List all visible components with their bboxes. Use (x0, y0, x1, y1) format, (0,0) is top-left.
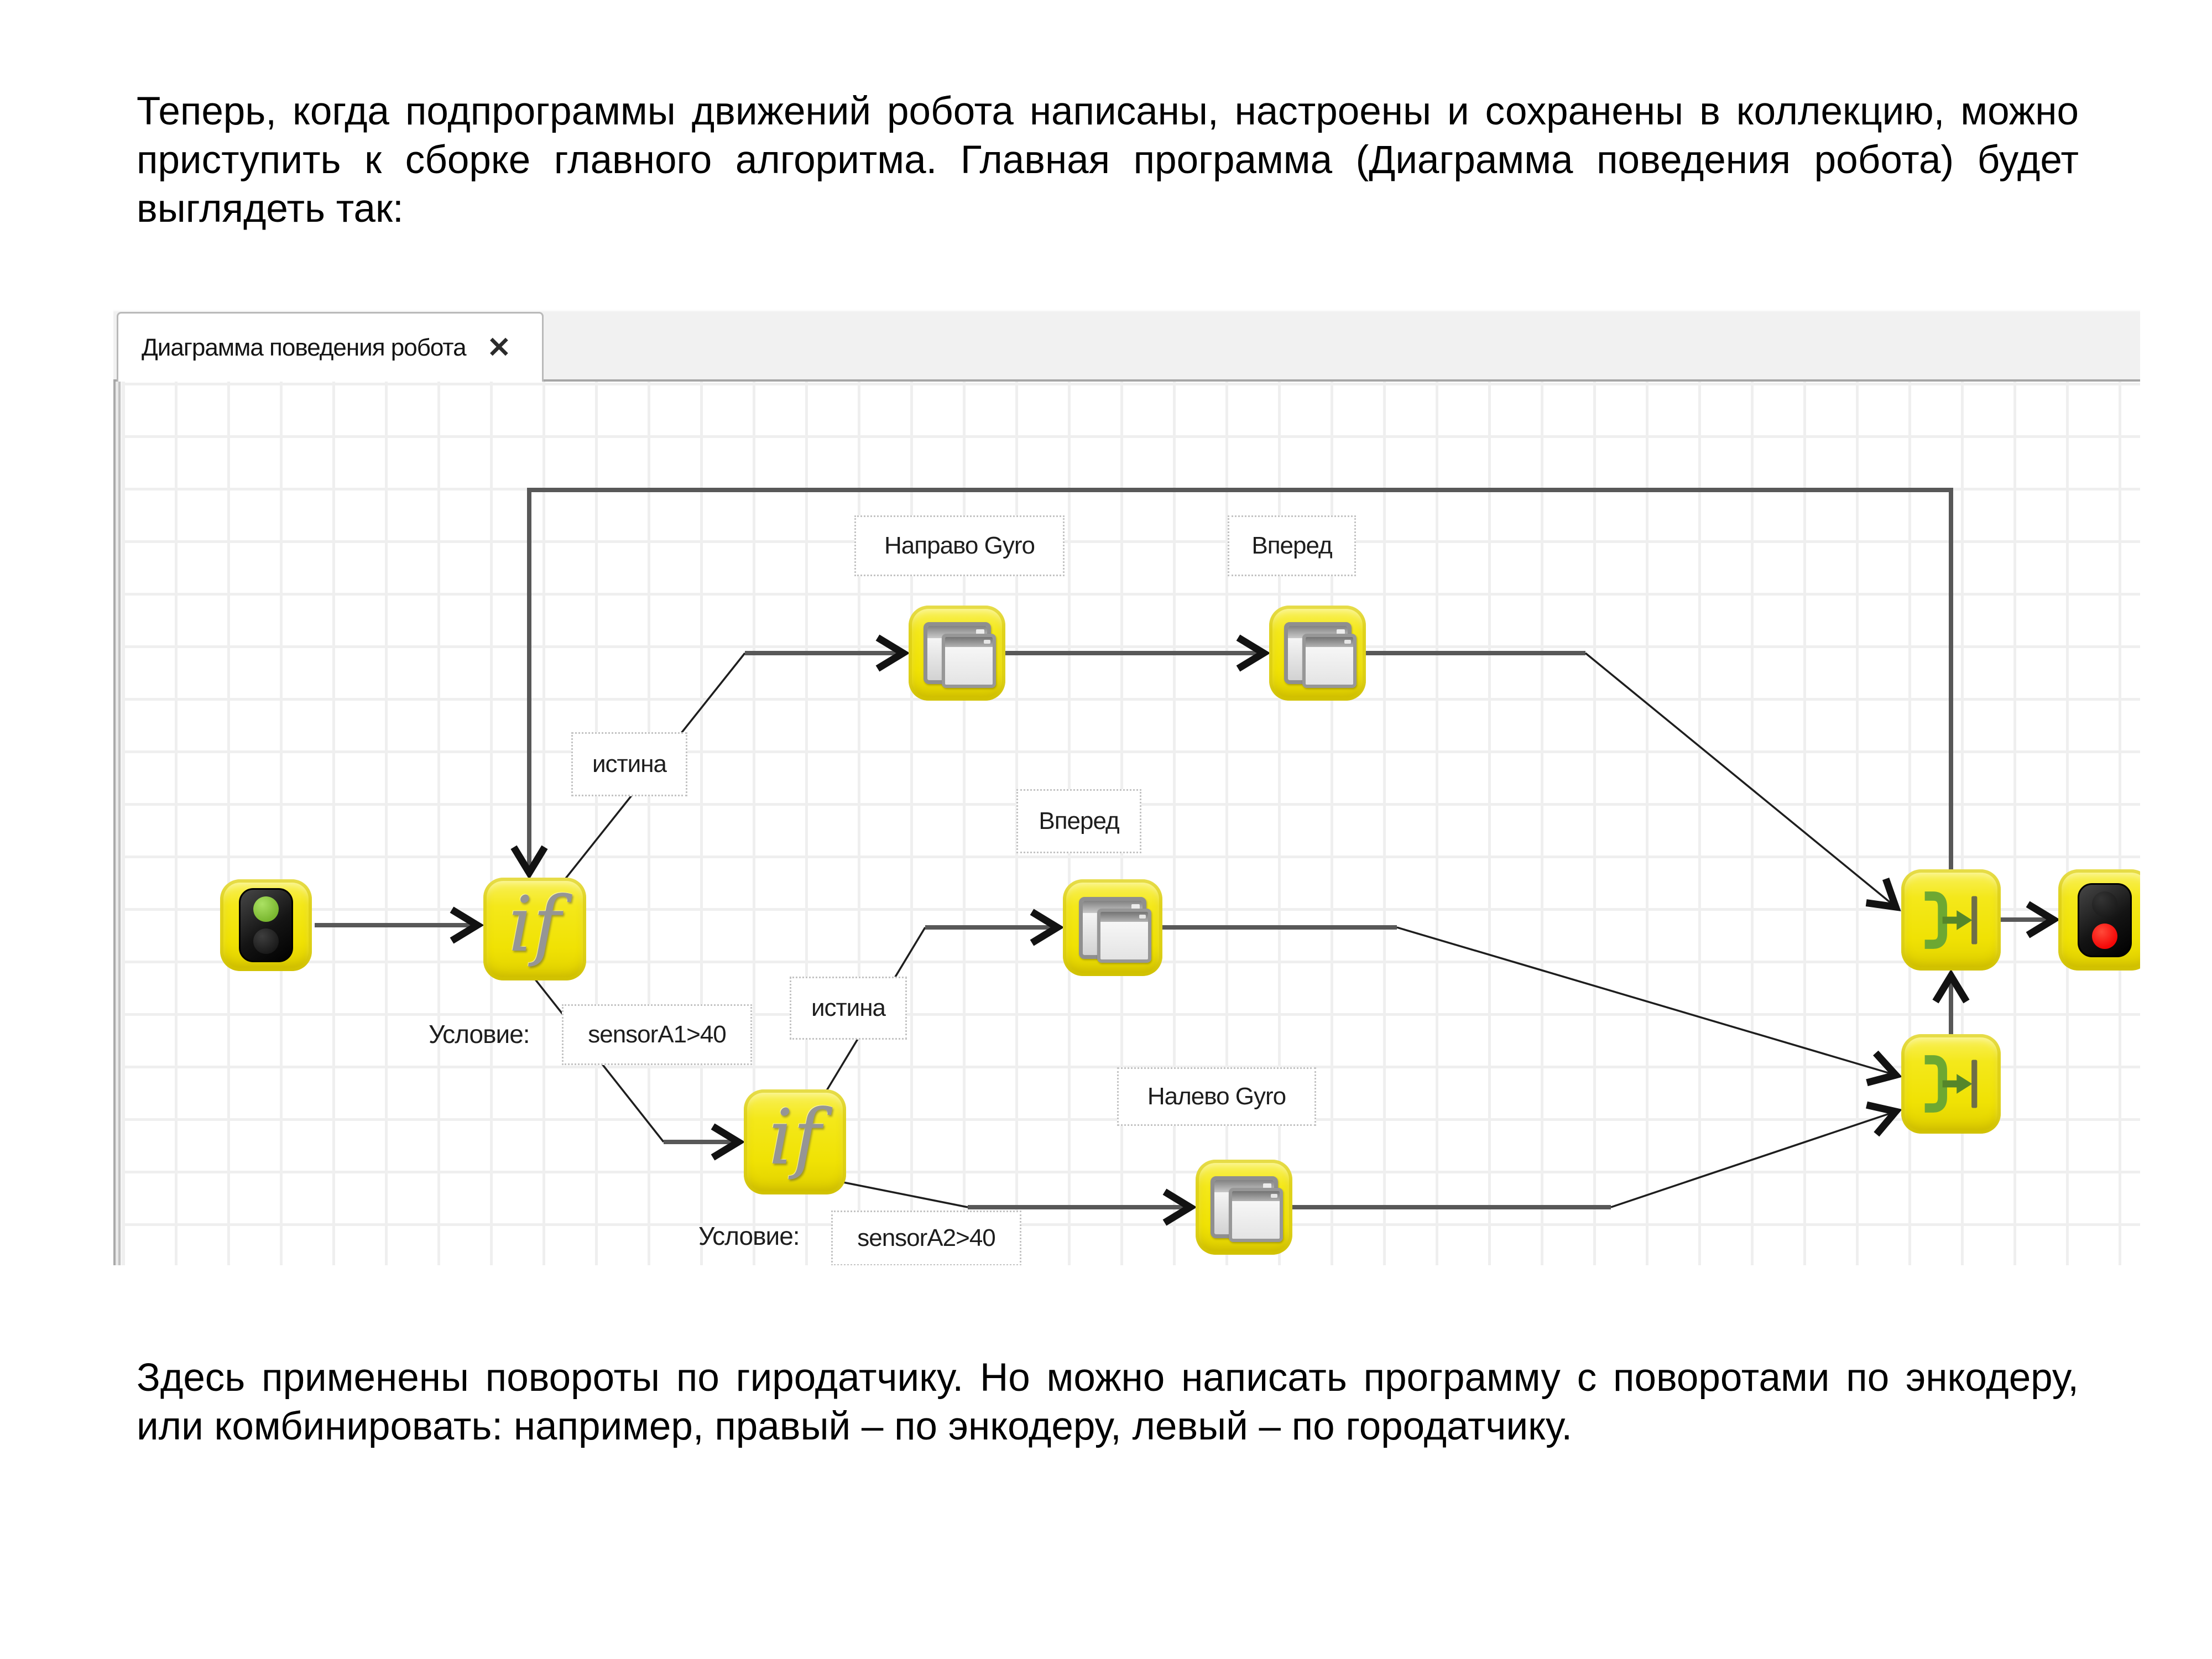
if-2-block[interactable]: if (744, 1089, 846, 1194)
edge-8-arrowhead-icon (711, 1123, 745, 1161)
edge-6[interactable] (1584, 652, 1897, 908)
edge-1[interactable] (527, 488, 1953, 873)
join-icon (1924, 1055, 1978, 1113)
label-vpered-mid[interactable]: Вперед (1016, 789, 1141, 853)
edge-17-arrowhead-icon (1932, 969, 1970, 1004)
start-block[interactable] (220, 879, 312, 971)
subprogram-forward-top-block[interactable] (1269, 606, 1366, 701)
edge-13[interactable] (843, 1181, 968, 1208)
label-sensor-2[interactable]: sensorA2>40 (831, 1211, 1021, 1265)
canvas-left-border (113, 382, 122, 1265)
edge-10-arrowhead-icon (1030, 909, 1065, 946)
subprogram-forward-mid-block[interactable] (1063, 879, 1162, 976)
edge-16[interactable] (1610, 1110, 1896, 1208)
outro-paragraph: Здесь применены повороты по гиродатчику.… (137, 1356, 2079, 1448)
subprogram-window-icon (1079, 896, 1151, 963)
tab-title: Диаграмма поведения робота (142, 333, 467, 361)
edge-6-arrowhead-icon (1865, 878, 1901, 911)
edge-18-arrowhead-icon (2026, 901, 2060, 938)
close-icon[interactable]: ✕ (487, 331, 512, 364)
edge-1-arrowhead-icon (510, 845, 548, 880)
if-icon: if (508, 880, 561, 969)
end-block[interactable] (2058, 869, 2140, 971)
intro-paragraph: Теперь, когда подпрограммы движений робо… (137, 90, 2079, 231)
edge-16-arrowhead-icon (1866, 1101, 1902, 1137)
edge-3-arrowhead-icon (875, 634, 910, 672)
label-istina-2[interactable]: истина (790, 977, 907, 1040)
edge-12[interactable] (1396, 926, 1896, 1076)
join-bottom-block[interactable] (1901, 1034, 2001, 1134)
subprogram-window-icon (923, 622, 996, 688)
join-top-block[interactable] (1901, 869, 2001, 971)
label-uslovie-2: Условие: (698, 1222, 800, 1250)
tab-bar: Диаграмма поведения робота ✕ (113, 310, 2140, 382)
traffic-light-green-icon (239, 888, 293, 962)
label-vpered-top[interactable]: Вперед (1228, 515, 1356, 576)
label-napravo-gyro[interactable]: Направо Gyro (854, 515, 1065, 576)
label-istina-1[interactable]: истина (571, 732, 687, 796)
edge-0-arrowhead-icon (450, 906, 484, 944)
tab-diagram[interactable]: Диаграмма поведения робота ✕ (117, 312, 544, 382)
label-uslovie-1: Условие: (429, 1020, 530, 1048)
traffic-light-red-icon (2078, 883, 2132, 957)
join-icon (1924, 891, 1978, 949)
if-1-block[interactable]: if (483, 878, 586, 980)
label-sensor-1[interactable]: sensorA1>40 (562, 1004, 752, 1065)
editor-window: Диаграмма поведения робота ✕ if if Направо… (113, 310, 2140, 1265)
subprogram-window-icon (1284, 622, 1357, 688)
edge-14-arrowhead-icon (1162, 1188, 1197, 1226)
edge-4-arrowhead-icon (1236, 634, 1271, 672)
subprogram-turn-right-block[interactable] (909, 606, 1005, 701)
label-nalevo-gyro[interactable]: Налево Gyro (1117, 1067, 1316, 1126)
edge-12-arrowhead-icon (1866, 1050, 1902, 1087)
subprogram-turn-left-block[interactable] (1196, 1160, 1292, 1255)
if-icon: if (768, 1093, 822, 1182)
subprogram-window-icon (1210, 1176, 1283, 1242)
